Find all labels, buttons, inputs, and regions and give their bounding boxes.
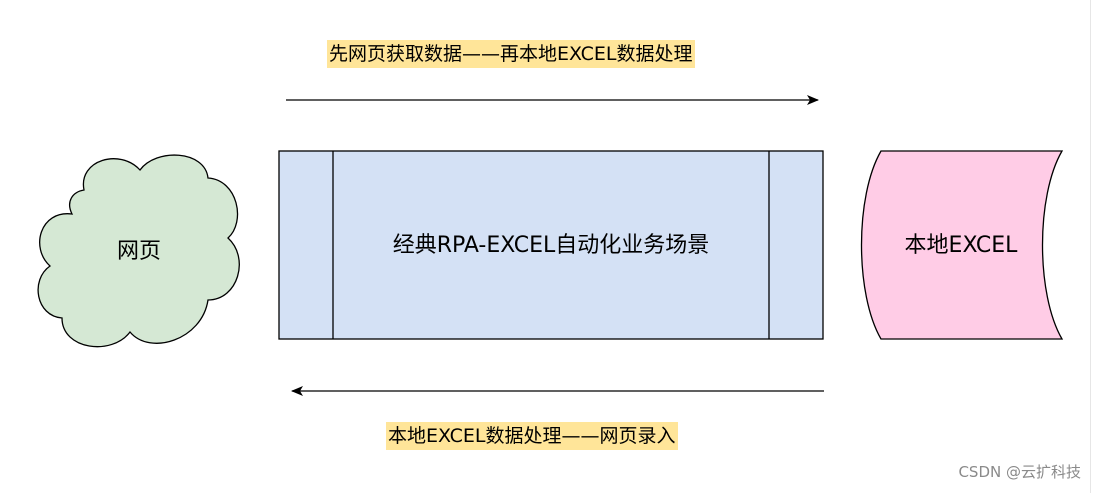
top-flow-label: 先网页获取数据——再本地EXCEL数据处理	[327, 40, 695, 68]
web-cloud-node: 网页	[37, 154, 240, 348]
bottom-flow-label: 本地EXCEL数据处理——网页录入	[386, 422, 678, 450]
web-node-label: 网页	[117, 239, 161, 264]
process-node: 经典RPA-EXCEL自动化业务场景	[278, 150, 824, 340]
local-excel-node: 本地EXCEL	[860, 150, 1064, 340]
watermark-text: CSDN @云扩科技	[958, 463, 1081, 481]
local-excel-label: 本地EXCEL	[905, 233, 1019, 258]
process-node-label: 经典RPA-EXCEL自动化业务场景	[393, 233, 710, 258]
page-edge-rule	[1090, 0, 1091, 493]
